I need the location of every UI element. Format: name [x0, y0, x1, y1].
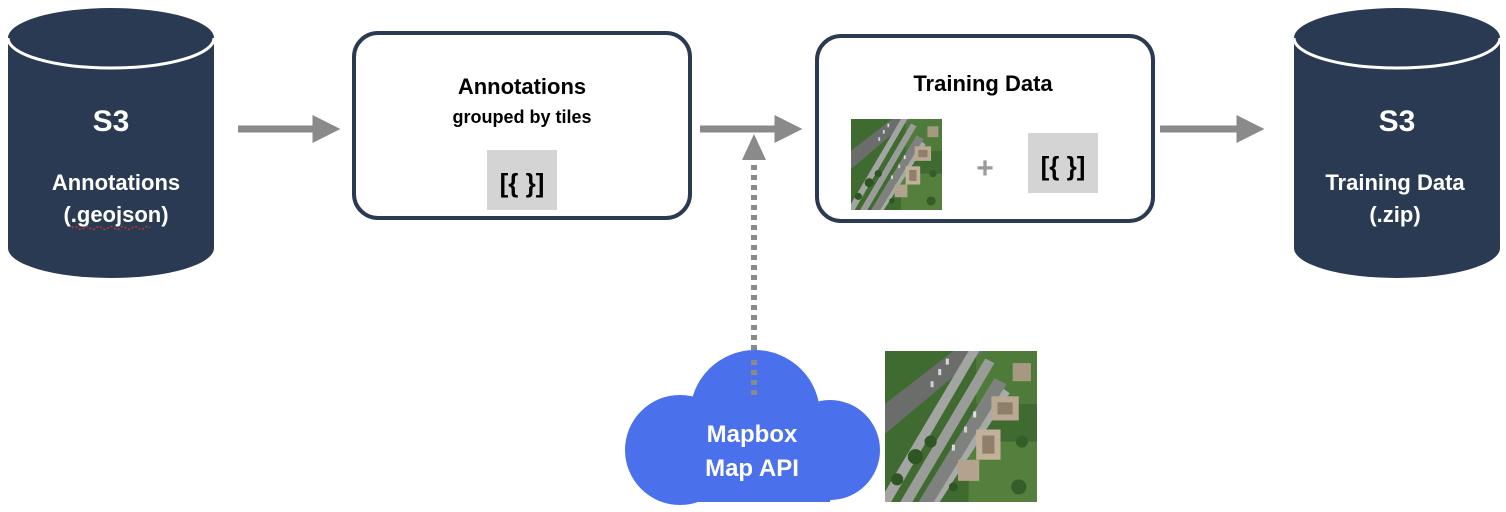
cloud-icon: [625, 350, 880, 505]
mapbox-cloud: Mapbox Map API: [625, 350, 880, 505]
source-store-title: S3: [93, 105, 130, 138]
json-icon: [{ }]: [500, 168, 545, 198]
target-cylinder-body: [1294, 38, 1500, 278]
target-store-line1: Training Data: [1325, 170, 1465, 195]
json-icon-bg: [487, 150, 557, 210]
target-store-title: S3: [1379, 105, 1416, 138]
source-store-line1: Annotations: [52, 170, 180, 195]
source-s3-store: S3 Annotations (.geojson): [6, 8, 216, 278]
target-cylinder-top: [1294, 8, 1500, 68]
training-json-icon: [{ }]: [1041, 151, 1086, 181]
target-s3-store: S3 Training Data (.zip): [1292, 8, 1502, 278]
training-box-title: Training Data: [913, 71, 1053, 96]
satellite-tile-thumbnail: [851, 119, 942, 210]
source-store-line2: (.geojson): [63, 202, 168, 227]
source-cylinder-rim: [6, 37, 216, 70]
annotations-box-title: Annotations: [458, 74, 586, 99]
arrow-cloud-head: [742, 134, 766, 160]
training-data-box: Training Data + [{ }]: [815, 34, 1155, 223]
spellcheck-underline: [71, 225, 151, 231]
source-cylinder-top: [8, 8, 214, 68]
annotations-box: Annotations grouped by tiles [{ }]: [352, 31, 692, 220]
target-cylinder-rim: [1292, 37, 1502, 70]
training-json-icon-bg: [1028, 133, 1098, 193]
annotations-box-frame: [352, 31, 692, 220]
source-cylinder-body: [8, 38, 214, 278]
plus-sign: +: [976, 152, 994, 185]
annotations-box-subtitle: grouped by tiles: [452, 107, 591, 127]
target-store-line2: (.zip): [1369, 202, 1420, 227]
satellite-tile-image: [885, 351, 1037, 502]
cloud-line2: Map API: [705, 455, 799, 482]
cloud-line1: Mapbox: [707, 421, 798, 448]
